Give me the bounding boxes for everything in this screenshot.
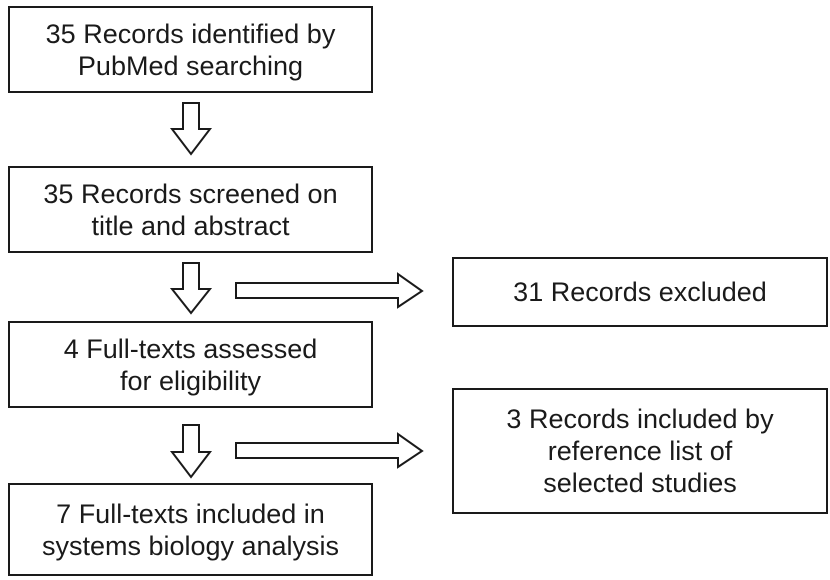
- eligibility-box: 4 Full-texts assessed for eligibility: [8, 321, 373, 408]
- eligibility-text: 4 Full-texts assessed for eligibility: [63, 333, 318, 396]
- screening-box: 35 Records screened on title and abstrac…: [8, 166, 373, 253]
- included-box: 7 Full-texts included in systems biology…: [8, 483, 373, 576]
- down-arrow-icon: [169, 102, 213, 156]
- right-arrow-icon: [235, 432, 424, 469]
- excluded-box: 31 Records excluded: [452, 257, 828, 327]
- down-arrow-icon: [169, 262, 213, 315]
- excluded-text: 31 Records excluded: [513, 277, 767, 307]
- identification-text: 35 Records identified by PubMed searchin…: [45, 18, 336, 81]
- reference-list-text: 3 Records included by reference list of …: [506, 404, 774, 498]
- identification-box: 35 Records identified by PubMed searchin…: [8, 6, 373, 93]
- right-arrow-icon: [235, 272, 424, 309]
- included-text: 7 Full-texts included in systems biology…: [41, 498, 340, 561]
- screening-text: 35 Records screened on title and abstrac…: [43, 178, 338, 241]
- reference-list-box: 3 Records included by reference list of …: [452, 388, 828, 514]
- down-arrow-icon: [169, 424, 213, 479]
